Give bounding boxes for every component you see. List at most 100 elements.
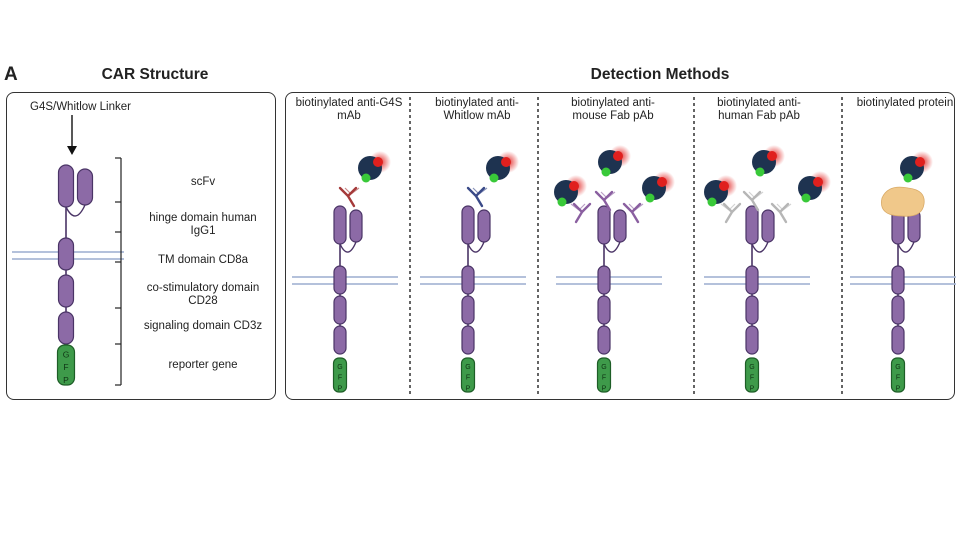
method4-antibody-left-inner: [720, 203, 736, 211]
method4-car-scfv-vh: [745, 205, 759, 245]
method5-protein: [881, 186, 925, 217]
method4-antibody-right-inner: [776, 203, 792, 211]
car-costim-domain: [57, 274, 75, 308]
method-label-protein: biotinylated protein: [856, 97, 954, 109]
method3-antibody-right: [622, 202, 642, 224]
car-structure-title: CAR Structure: [101, 66, 209, 83]
method3-car-tm: [597, 265, 611, 295]
method3-car-scfv-vl: [613, 209, 627, 243]
method4-car-signaling: [745, 325, 759, 355]
method1-car-scfv-vh: [333, 205, 347, 245]
method4-detector-right-fluorophore: [813, 177, 823, 187]
method-label-anti-whitlow: biotinylated anti-Whitlow mAb: [435, 97, 519, 122]
method2-detector-fluorophore: [501, 157, 511, 167]
method2-car-scfv-vh: [461, 205, 475, 245]
method3-detector-left-biotin: [557, 197, 567, 207]
method3-car-scfv-linker: [603, 241, 621, 253]
method3-car-scfv-vh: [597, 205, 611, 245]
method1-car-gfp: [332, 357, 348, 393]
method2-antibody-inner: [472, 187, 488, 195]
method4-car-scfv-linker: [751, 241, 769, 253]
method1-car-tm: [333, 265, 347, 295]
car-gfp: [56, 344, 76, 386]
method4-detector-left-fluorophore: [719, 181, 729, 191]
method4-antibody-right: [770, 202, 790, 224]
car-gfp-letter-g: G: [63, 349, 70, 359]
method1-antibody: [338, 186, 358, 208]
method3-antibody-left-inner: [570, 203, 586, 211]
car-gfp-letter-f: F: [63, 362, 68, 372]
method5-car-gfp-letter-g: G: [895, 364, 900, 371]
method1-car-scfv-linker: [339, 241, 357, 253]
method3-antibody-right-inner: [628, 203, 644, 211]
method1-detector-fluorophore: [373, 157, 383, 167]
method2-car-gfp-letter-f: F: [466, 375, 470, 382]
panel-letter: A: [4, 64, 18, 85]
method3-car-costim: [597, 295, 611, 325]
method1-car-scfv-vl: [349, 209, 363, 243]
method1-car-gfp-letter-g: G: [337, 364, 342, 371]
car-scfv-linker: [65, 204, 86, 217]
method4-car-tm: [745, 265, 759, 295]
method2-detector-biotin: [489, 173, 499, 183]
method3-detector-right-fluorophore: [657, 177, 667, 187]
linker-arrow-head: [67, 146, 77, 155]
method4-car-costim: [745, 295, 759, 325]
method3-antibody-top-inner: [600, 191, 616, 199]
method4-detector-top-biotin: [755, 167, 765, 177]
method3-detector-top-fluorophore: [613, 151, 623, 161]
method2-car-signaling: [461, 325, 475, 355]
method3-antibody-left: [572, 202, 592, 224]
method3-car-gfp-letter-f: F: [602, 375, 606, 382]
method5-detector-biotin: [903, 173, 913, 183]
linker-label: G4S/Whitlow Linker: [30, 101, 131, 113]
domain-label-hinge: hinge domain human IgG1: [149, 212, 257, 237]
method-label-anti-mouse-fab: biotinylated anti-mouse Fab pAb: [571, 97, 655, 122]
method5-car-gfp-letter-f: F: [896, 375, 900, 382]
method5-car-gfp-letter-p: P: [896, 386, 901, 393]
method3-car-gfp: [596, 357, 612, 393]
method1-car-signaling: [333, 325, 347, 355]
method5-car-tm: [891, 265, 905, 295]
method3-car-gfp-letter-g: G: [601, 364, 606, 371]
car-scfv-vh: [57, 164, 75, 208]
method3-detector-top-biotin: [601, 167, 611, 177]
method2-car-gfp-letter-p: P: [466, 386, 471, 393]
detection-methods-panel: [285, 92, 955, 400]
method1-car-gfp-letter-f: F: [338, 375, 342, 382]
method4-car-gfp-letter-f: F: [750, 375, 754, 382]
car-tm-domain: [57, 237, 75, 271]
method4-car-gfp-letter-p: P: [750, 386, 755, 393]
car-gfp-letter-p: P: [63, 375, 69, 385]
car-signaling-domain: [57, 311, 75, 345]
detection-methods-title: Detection Methods: [590, 66, 730, 83]
method3-detector-left-fluorophore: [569, 181, 579, 191]
domain-label-tm: TM domain CD8a: [157, 254, 249, 266]
domain-label-reporter: reporter gene: [168, 359, 238, 371]
method2-car-scfv-vl: [477, 209, 491, 243]
method5-car-signaling: [891, 325, 905, 355]
method4-detector-left-biotin: [707, 197, 717, 207]
domain-label-scfv: scFv: [190, 176, 216, 188]
method4-car-gfp: [744, 357, 760, 393]
method5-car-gfp: [890, 357, 906, 393]
method4-car-gfp-letter-g: G: [749, 364, 754, 371]
method1-car-costim: [333, 295, 347, 325]
method3-antibody-top: [594, 190, 614, 212]
method4-antibody-left: [722, 202, 742, 224]
method1-antibody-inner: [344, 187, 360, 195]
method-label-anti-human-fab: biotinylated anti-human Fab pAb: [717, 97, 801, 122]
method3-car-gfp-letter-p: P: [602, 386, 607, 393]
method2-car-gfp-letter-g: G: [465, 364, 470, 371]
domain-label-costim: co-stimulatory domain CD28: [146, 282, 260, 307]
method4-antibody-top: [742, 190, 762, 212]
method5-car-costim: [891, 295, 905, 325]
method2-car-scfv-linker: [467, 241, 485, 253]
method1-car-gfp-letter-p: P: [338, 386, 343, 393]
method1-detector-biotin: [361, 173, 371, 183]
method5-detector-fluorophore: [915, 157, 925, 167]
method2-antibody: [466, 186, 486, 208]
method-label-anti-g4s: biotinylated anti-G4S mAb: [295, 97, 403, 122]
method2-car-gfp: [460, 357, 476, 393]
